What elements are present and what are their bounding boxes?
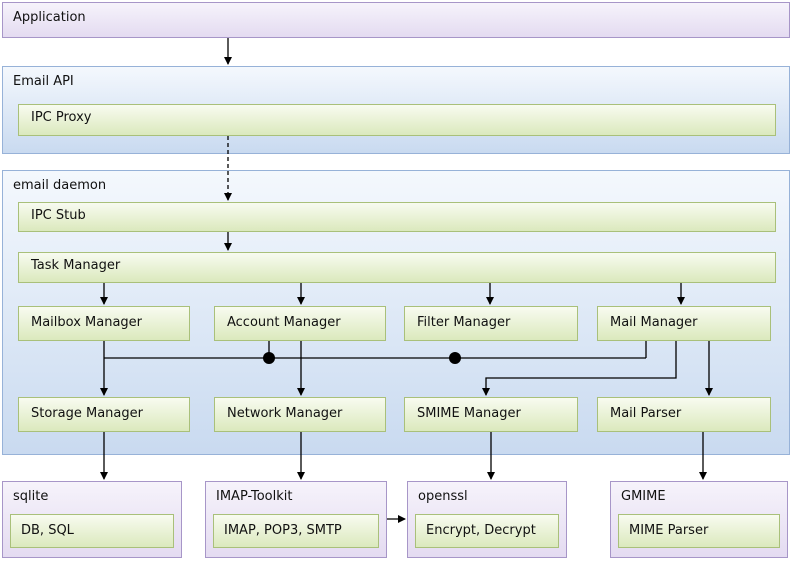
gmime-label: GMIME bbox=[621, 489, 666, 504]
openssl-label: openssl bbox=[418, 489, 468, 504]
ipc-stub-box: IPC Stub bbox=[18, 202, 776, 232]
imap-content-label: IMAP, POP3, SMTP bbox=[224, 523, 342, 538]
openssl-content-label: Encrypt, Decrypt bbox=[426, 523, 536, 538]
mailbox-manager-box: Mailbox Manager bbox=[18, 306, 190, 341]
junction-dot-account bbox=[263, 352, 275, 364]
openssl-content-box: Encrypt, Decrypt bbox=[415, 514, 559, 548]
gmime-content-box: MIME Parser bbox=[618, 514, 780, 548]
sqlite-label: sqlite bbox=[13, 489, 49, 504]
task-manager-label: Task Manager bbox=[31, 258, 121, 273]
sqlite-content-box: DB, SQL bbox=[10, 514, 174, 548]
ipc-proxy-box: IPC Proxy bbox=[18, 104, 776, 136]
account-manager-box: Account Manager bbox=[214, 306, 386, 341]
ipc-stub-label: IPC Stub bbox=[31, 208, 86, 223]
application-layer: Application bbox=[2, 2, 790, 38]
arrow-mail-to-smime bbox=[482, 341, 677, 396]
imap-content-box: IMAP, POP3, SMTP bbox=[213, 514, 379, 548]
filter-manager-label: Filter Manager bbox=[417, 315, 511, 330]
network-manager-box: Network Manager bbox=[214, 397, 386, 432]
mailbox-manager-label: Mailbox Manager bbox=[31, 315, 143, 330]
imap-toolkit-label: IMAP-Toolkit bbox=[216, 489, 293, 504]
mail-parser-label: Mail Parser bbox=[610, 406, 682, 421]
email-api-label: Email API bbox=[13, 74, 74, 89]
mail-manager-box: Mail Manager bbox=[597, 306, 771, 341]
sqlite-content-label: DB, SQL bbox=[21, 523, 74, 538]
account-manager-label: Account Manager bbox=[227, 315, 341, 330]
filter-manager-box: Filter Manager bbox=[404, 306, 578, 341]
smime-manager-box: SMIME Manager bbox=[404, 397, 578, 432]
storage-manager-label: Storage Manager bbox=[31, 406, 143, 421]
gmime-content-label: MIME Parser bbox=[629, 523, 709, 538]
network-manager-label: Network Manager bbox=[227, 406, 343, 421]
junction-dot-filter bbox=[449, 352, 461, 364]
mail-parser-box: Mail Parser bbox=[597, 397, 771, 432]
mail-manager-label: Mail Manager bbox=[610, 315, 698, 330]
task-manager-box: Task Manager bbox=[18, 252, 776, 283]
ipc-proxy-label: IPC Proxy bbox=[31, 110, 92, 125]
email-daemon-label: email daemon bbox=[13, 178, 107, 193]
application-label: Application bbox=[13, 10, 86, 25]
storage-manager-box: Storage Manager bbox=[18, 397, 190, 432]
smime-manager-label: SMIME Manager bbox=[417, 406, 521, 421]
